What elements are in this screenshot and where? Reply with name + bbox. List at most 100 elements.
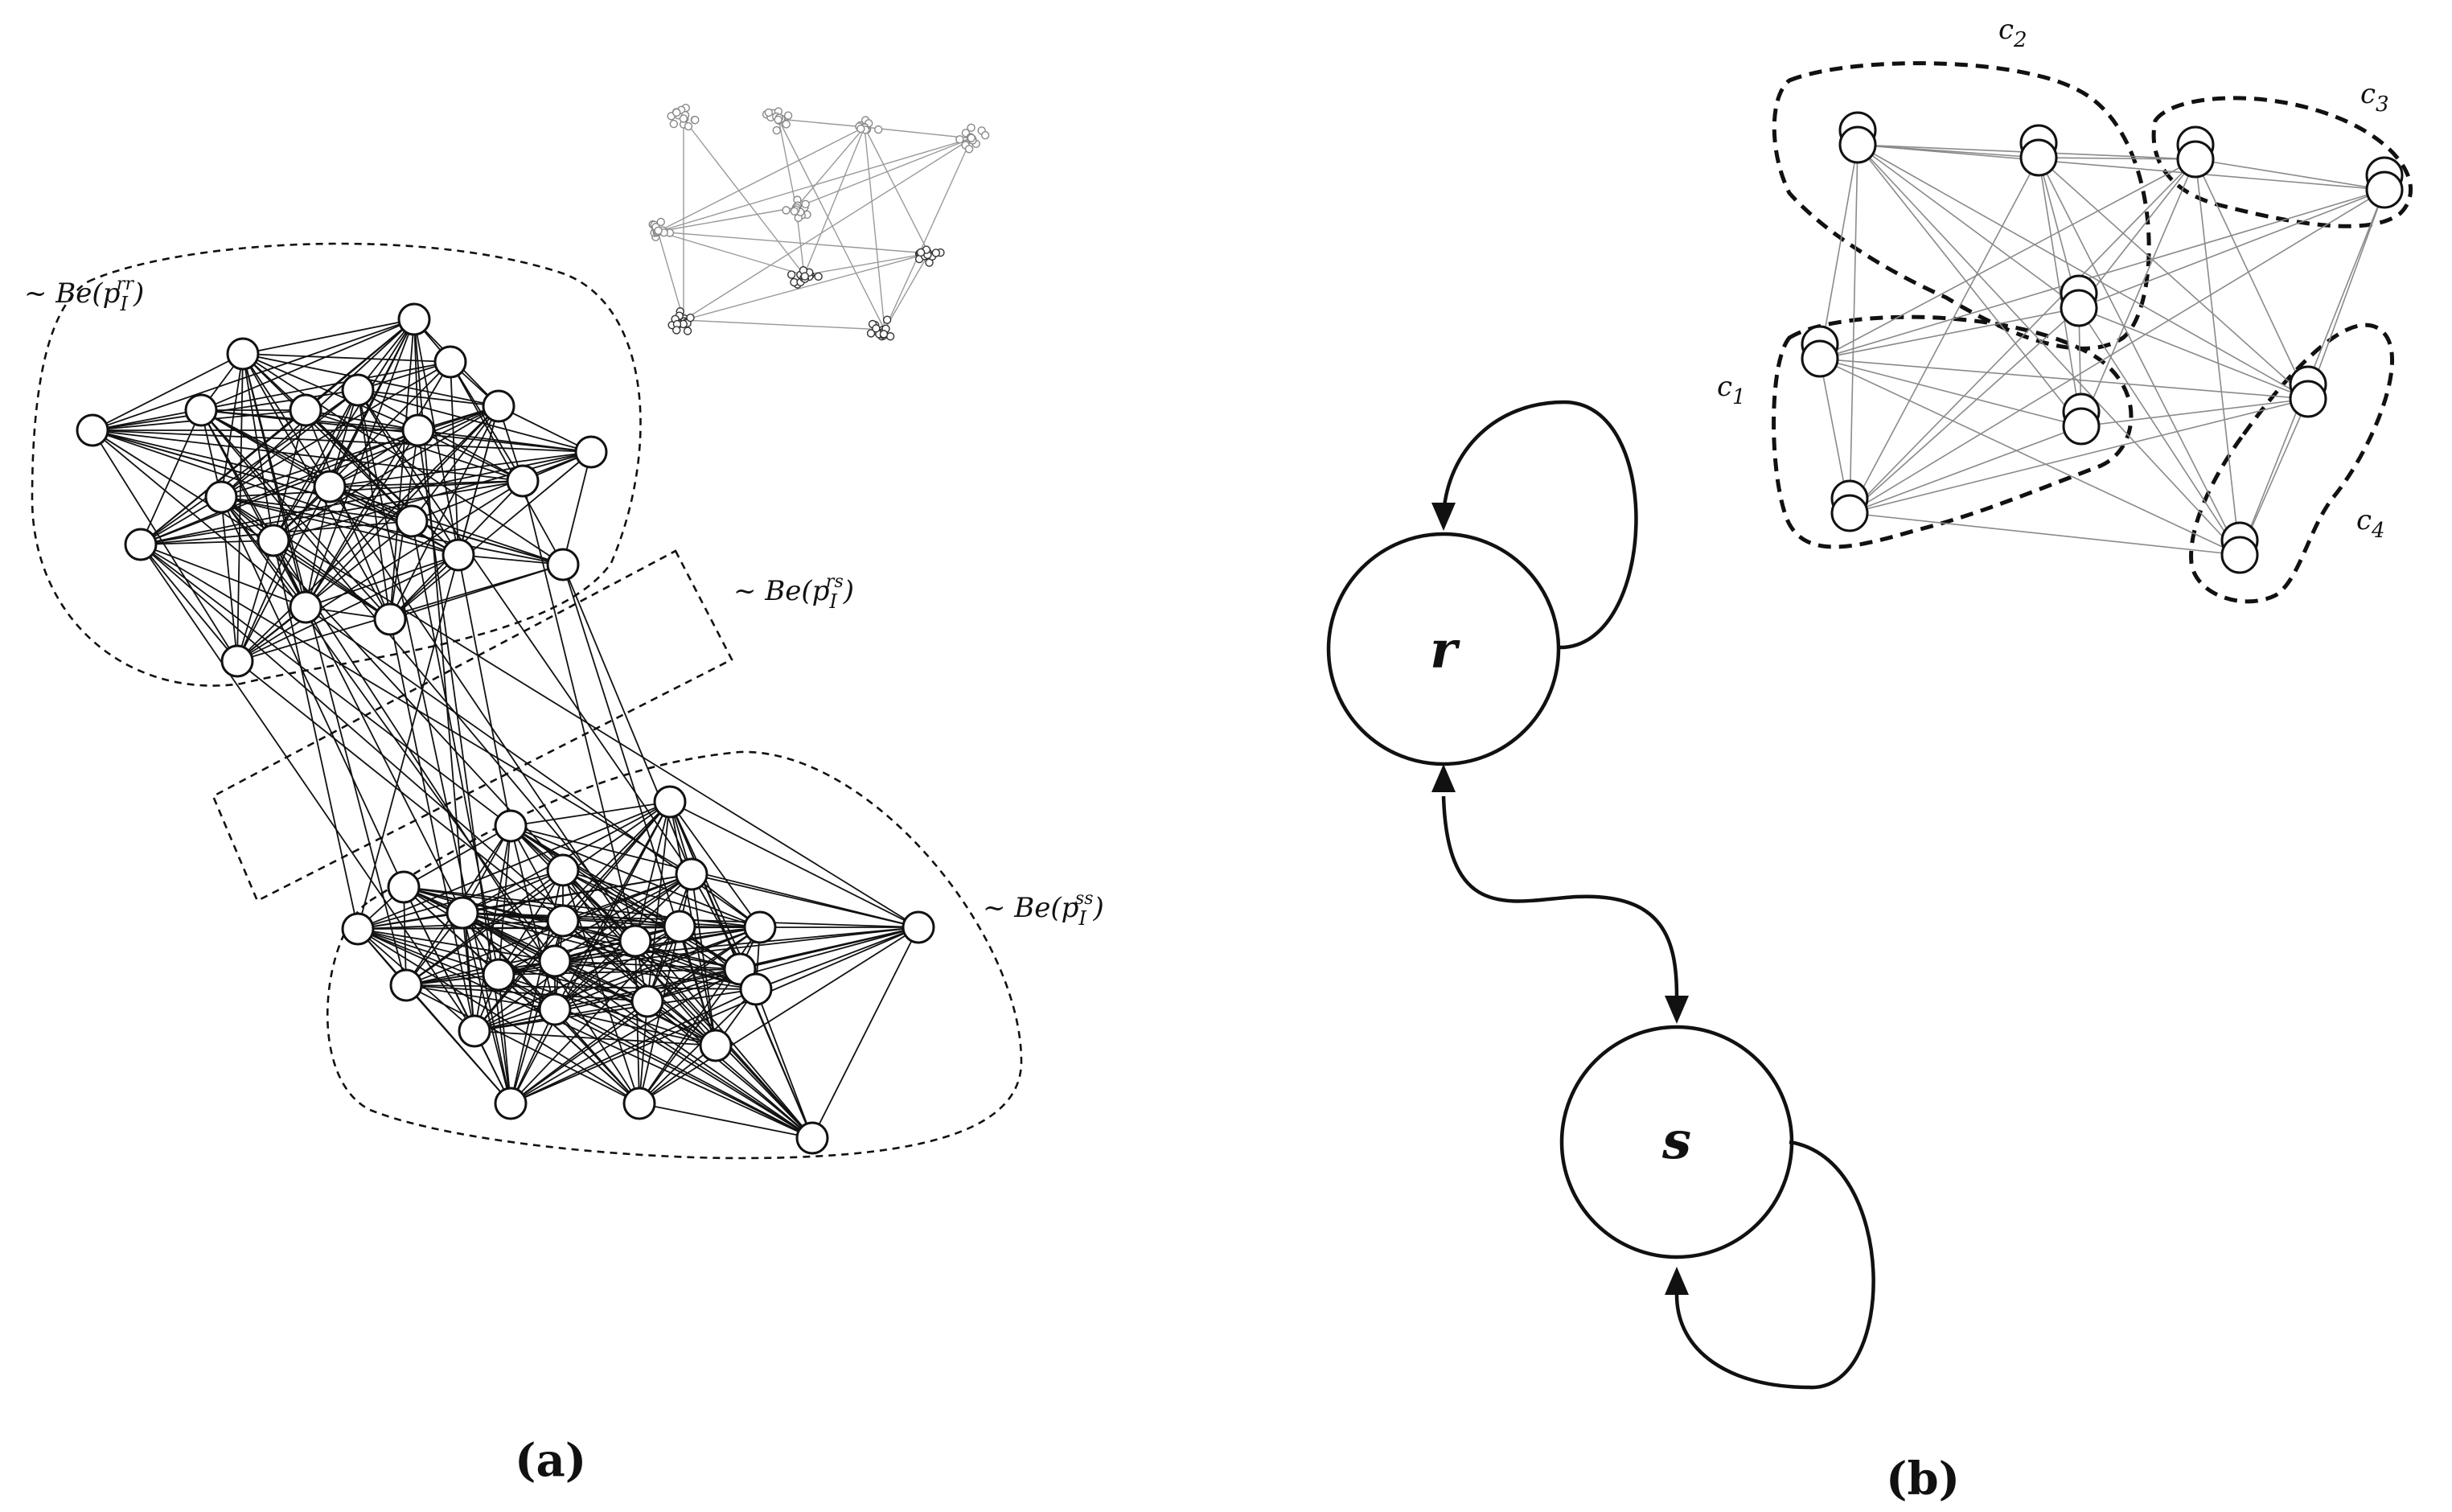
edge (755, 988, 813, 1139)
edge (498, 968, 741, 976)
edge (140, 544, 475, 1032)
edge (510, 968, 741, 1104)
edge (417, 429, 524, 482)
inset-node (931, 249, 941, 257)
edge (405, 984, 511, 1104)
edge (639, 1103, 813, 1139)
caption-b: (b) (1886, 1452, 1960, 1506)
inset-edge (778, 118, 797, 208)
network-node (395, 504, 429, 538)
inset-node (782, 120, 791, 129)
label-be-rr: ~ Be(pIrr) (24, 274, 144, 315)
edge (220, 496, 405, 888)
panel-a-nodes (76, 302, 935, 1155)
edge (554, 940, 636, 1010)
edge (554, 960, 813, 1139)
inset-node (790, 207, 799, 216)
edge (242, 353, 331, 487)
cluster-s-region (326, 750, 1023, 1160)
graph-node (2062, 407, 2101, 446)
inset-edge (864, 126, 885, 331)
edge (220, 405, 499, 498)
edge (474, 988, 757, 1032)
network-node (506, 464, 540, 498)
inset-edge (683, 319, 885, 331)
inset-edge (795, 126, 865, 208)
edge (200, 409, 306, 608)
edge (140, 544, 306, 608)
edge (220, 353, 244, 498)
edge (220, 496, 919, 928)
edge (474, 1030, 717, 1046)
self-loop-r-arrowhead (1431, 503, 1456, 531)
edge (522, 480, 636, 942)
edge (411, 520, 499, 976)
edge (405, 984, 640, 1104)
edge (1849, 398, 2309, 514)
inset-node (782, 206, 791, 215)
inset-edge (683, 253, 930, 321)
edge (357, 405, 499, 930)
cluster-c3-region (2151, 96, 2413, 228)
edge (242, 353, 564, 565)
edge (140, 544, 692, 875)
edge (647, 1000, 813, 1139)
edge (220, 496, 238, 662)
self-loop-r (1441, 400, 1638, 650)
inter-cluster-region (212, 549, 733, 902)
label-be-rs: ~ Be(pIrs) (733, 572, 854, 613)
inset-node (967, 134, 976, 142)
inset-node (691, 115, 700, 125)
edge (413, 318, 459, 556)
edge (562, 451, 592, 565)
edge (273, 405, 499, 541)
edge (1849, 144, 1859, 514)
edge (417, 429, 511, 1104)
edge (411, 520, 564, 565)
clustered-graph: c1 c2 c3 c4 (1717, 14, 2413, 604)
edge (1849, 158, 2196, 514)
inset-node (980, 131, 990, 140)
inset-node (774, 115, 782, 125)
edge (403, 886, 680, 927)
edge (357, 801, 671, 930)
inset-edge (657, 207, 797, 232)
edge (92, 429, 238, 662)
edge (510, 1000, 648, 1104)
caption-a: (a) (515, 1434, 586, 1487)
graph-node (2220, 536, 2259, 574)
edge (242, 353, 407, 986)
edge (357, 389, 511, 1104)
network-node (482, 958, 515, 992)
edge (140, 429, 419, 545)
edge (554, 926, 680, 1010)
network-node (538, 992, 572, 1026)
edge (92, 353, 244, 431)
inset-node (916, 248, 926, 257)
network-node (289, 590, 322, 624)
clustered-graph-edges (1819, 144, 2385, 556)
edge (329, 429, 419, 487)
graph-node (1838, 125, 1877, 164)
inset-edge (864, 126, 930, 254)
network-node (546, 548, 580, 581)
edge (639, 1000, 648, 1104)
edge (562, 564, 717, 1046)
edge (389, 405, 499, 620)
edge-r-s-arrowhead-top (1431, 764, 1456, 792)
edge (140, 409, 202, 545)
edge (273, 540, 391, 620)
network-node (494, 809, 528, 843)
edge (357, 928, 813, 1139)
edge (273, 540, 359, 930)
edge (357, 912, 463, 930)
inset-edge (657, 231, 805, 276)
edge (1849, 157, 2039, 514)
edge (305, 554, 459, 608)
edge (357, 389, 459, 556)
self-loop-s (1674, 1140, 1875, 1390)
cluster-label-c2: c2 (1998, 14, 2027, 52)
edge (357, 389, 524, 482)
inset-node (801, 199, 810, 209)
self-loop-s-arrowhead (1665, 1267, 1689, 1295)
